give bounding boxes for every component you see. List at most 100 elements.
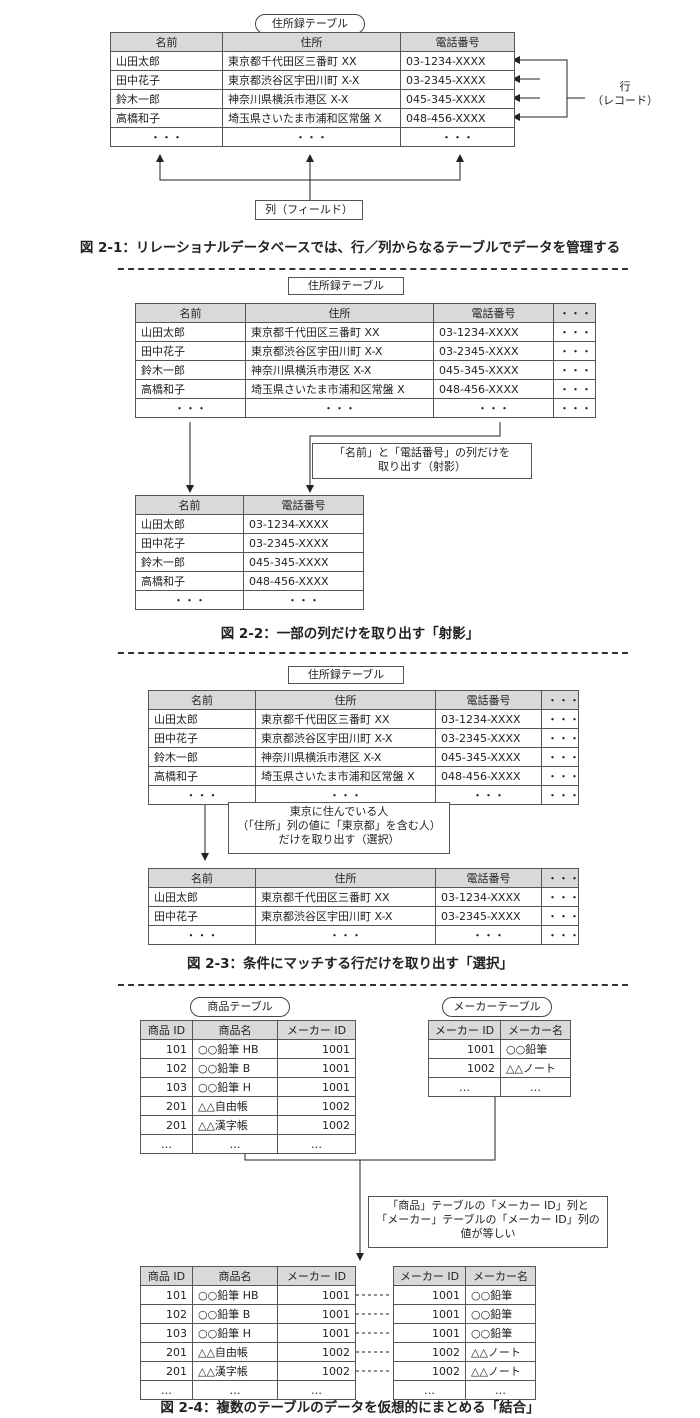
cell-phone: 045-345-XXXX <box>400 89 515 109</box>
header-address: 住所 <box>255 868 436 888</box>
cell-maker-id: 1002 <box>277 1342 356 1362</box>
table-row: 1001○○鉛筆 <box>428 1039 571 1059</box>
note-line-1: 東京に住んでいる人 <box>289 805 389 818</box>
cell-ellipsis: ・・・ <box>541 925 580 945</box>
cell-product-id: 101 <box>140 1285 193 1305</box>
cell-address: 神奈川県横浜市港区 X-X <box>245 360 434 380</box>
cell-address: 神奈川県横浜市港区 X-X <box>222 89 401 109</box>
cell-ellipsis: ・・・ <box>255 925 436 945</box>
header-maker-id: メーカー ID <box>277 1266 356 1286</box>
cell-maker-id: 1001 <box>277 1323 356 1343</box>
cell-name: 高橋和子 <box>148 766 256 786</box>
note-line-3: だけを取り出す（選択） <box>278 833 400 846</box>
cell-maker-id: 1002 <box>277 1115 356 1135</box>
figure-caption: 図 2-2：一部の列だけを取り出す「射影」 <box>220 626 480 642</box>
cell-maker-id: 1002 <box>393 1342 466 1362</box>
section-divider <box>118 652 628 654</box>
cell-product-name: △△自由帳 <box>192 1096 278 1116</box>
cell-address: 埼玉県さいたま市浦和区常盤 X <box>222 108 401 128</box>
header-phone: 電話番号 <box>435 690 542 710</box>
cell-ellipsis: … <box>277 1380 356 1400</box>
table-header-row: メーカー ID メーカー名 <box>428 1020 571 1040</box>
cell-address: 東京都千代田区三番町 XX <box>255 887 436 907</box>
cell-address: 東京都渋谷区宇田川町 X-X <box>255 906 436 926</box>
cell-ellipsis: ・・・ <box>553 322 596 342</box>
section-divider <box>118 984 628 986</box>
cell-product-id: 102 <box>140 1058 193 1078</box>
table-header-row: 名前 住所 電話番号 ・・・ <box>148 868 580 888</box>
cell-ellipsis: ・・・ <box>541 887 580 907</box>
table-row-ellipsis: ・・・・・・ <box>135 590 364 610</box>
cell-product-name: ○○鉛筆 HB <box>192 1285 278 1305</box>
table-header-row: 商品 ID 商品名 メーカー ID <box>140 1266 356 1286</box>
join-condition-note: 「商品」テーブルの「メーカー ID」列と 「メーカー」テーブルの「メーカー ID… <box>368 1196 608 1248</box>
cell-name: 高橋和子 <box>135 571 244 591</box>
cell-ellipsis: … <box>465 1380 536 1400</box>
cell-ellipsis: ・・・ <box>110 127 223 147</box>
cell-ellipsis: ・・・ <box>541 709 580 729</box>
joined-maker-table: メーカー ID メーカー名 1001○○鉛筆 1001○○鉛筆 1001○○鉛筆… <box>393 1266 536 1400</box>
cell-name: 高橋和子 <box>110 108 223 128</box>
header-maker-name: メーカー名 <box>500 1020 571 1040</box>
cell-maker-name: ○○鉛筆 <box>500 1039 571 1059</box>
cell-name: 山田太郎 <box>110 51 223 71</box>
cell-name: 田中花子 <box>148 728 256 748</box>
note-line-2: （「住所」列の値に「東京都」を含む人） <box>237 819 441 832</box>
cell-phone: 03-2345-XXXX <box>433 341 554 361</box>
cell-ellipsis: ・・・ <box>553 341 596 361</box>
cell-name: 鈴木一郎 <box>110 89 223 109</box>
cell-address: 東京都千代田区三番町 XX <box>255 709 436 729</box>
cell-name: 鈴木一郎 <box>135 360 246 380</box>
cell-maker-id: 1001 <box>393 1304 466 1324</box>
header-ellipsis: ・・・ <box>541 690 580 710</box>
cell-maker-id: 1002 <box>277 1361 356 1381</box>
cell-ellipsis: ・・・ <box>255 785 436 805</box>
cell-product-id: 201 <box>140 1342 193 1362</box>
table-row-ellipsis: ・・・・・・・・・・・・ <box>148 785 580 805</box>
cell-ellipsis: ・・・ <box>541 747 580 767</box>
table-row: 1001○○鉛筆 <box>393 1285 536 1305</box>
table-header-row: 名前 住所 電話番号 ・・・ <box>135 303 596 323</box>
cell-name: 山田太郎 <box>148 709 256 729</box>
row-label: 行 （レコード） <box>585 80 665 108</box>
header-maker-id: メーカー ID <box>393 1266 466 1286</box>
table-row: 1002△△ノート <box>393 1361 536 1381</box>
cell-name: 鈴木一郎 <box>148 747 256 767</box>
figure-caption: 図 2-1：リレーショナルデータベースでは、行／列からなるテーブルでデータを管理… <box>79 240 621 256</box>
header-address: 住所 <box>255 690 436 710</box>
cell-name: 山田太郎 <box>148 887 256 907</box>
cell-phone: 03-1234-XXXX <box>433 322 554 342</box>
product-table-title-pill: 商品テーブル <box>190 997 290 1017</box>
cell-product-id: 103 <box>140 1077 193 1097</box>
table-row: 1001○○鉛筆 <box>393 1323 536 1343</box>
table-row-ellipsis: …… <box>393 1380 536 1400</box>
cell-name: 高橋和子 <box>135 379 246 399</box>
header-maker-name: メーカー名 <box>465 1266 536 1286</box>
cell-maker-id: 1001 <box>277 1039 356 1059</box>
header-name: 名前 <box>148 868 256 888</box>
selection-note: 東京に住んでいる人 （「住所」列の値に「東京都」を含む人） だけを取り出す（選択… <box>228 802 450 854</box>
note-line-2: 取り出す（射影） <box>378 460 466 473</box>
cell-maker-name: △△ノート <box>500 1058 571 1078</box>
row-label-line-1: 行 <box>619 80 631 93</box>
cell-ellipsis: ・・・ <box>135 398 246 418</box>
cell-ellipsis: … <box>393 1380 466 1400</box>
table-header-row: 名前 住所 電話番号 <box>110 32 515 52</box>
cell-ellipsis: ・・・ <box>541 766 580 786</box>
cell-phone: 03-1234-XXXX <box>435 709 542 729</box>
cell-maker-id: 1002 <box>393 1361 466 1381</box>
cell-product-id: 102 <box>140 1304 193 1324</box>
cell-address: 神奈川県横浜市港区 X-X <box>255 747 436 767</box>
